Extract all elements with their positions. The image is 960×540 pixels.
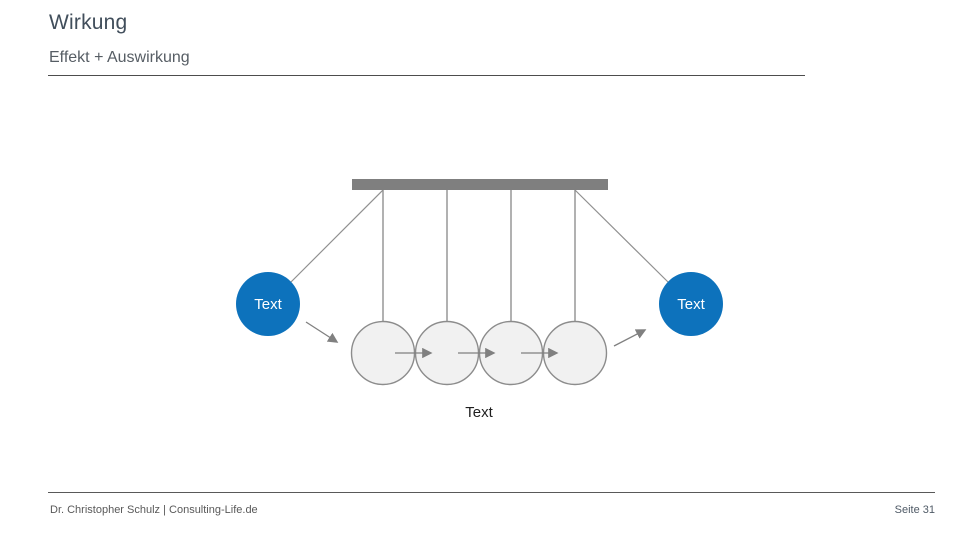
slide-title: Wirkung bbox=[49, 11, 128, 34]
footer-author: Dr. Christopher Schulz | Consulting-Life… bbox=[50, 504, 258, 516]
left-node-label: Text bbox=[254, 296, 282, 313]
string-left-diagonal bbox=[290, 189, 384, 283]
right-node-label: Text bbox=[677, 296, 705, 313]
subtitle-divider bbox=[48, 75, 805, 76]
slide-subtitle: Effekt + Auswirkung bbox=[49, 49, 190, 66]
cradle-bar bbox=[352, 179, 608, 190]
string-right-diagonal bbox=[574, 189, 669, 283]
left-effect-node bbox=[236, 272, 300, 336]
output-arrow bbox=[613, 329, 647, 347]
footer-divider bbox=[48, 492, 935, 493]
right-effect-node bbox=[659, 272, 723, 336]
input-arrow bbox=[305, 321, 339, 343]
caption-label: Text bbox=[465, 404, 493, 421]
footer-page-number: Seite 31 bbox=[894, 504, 935, 516]
